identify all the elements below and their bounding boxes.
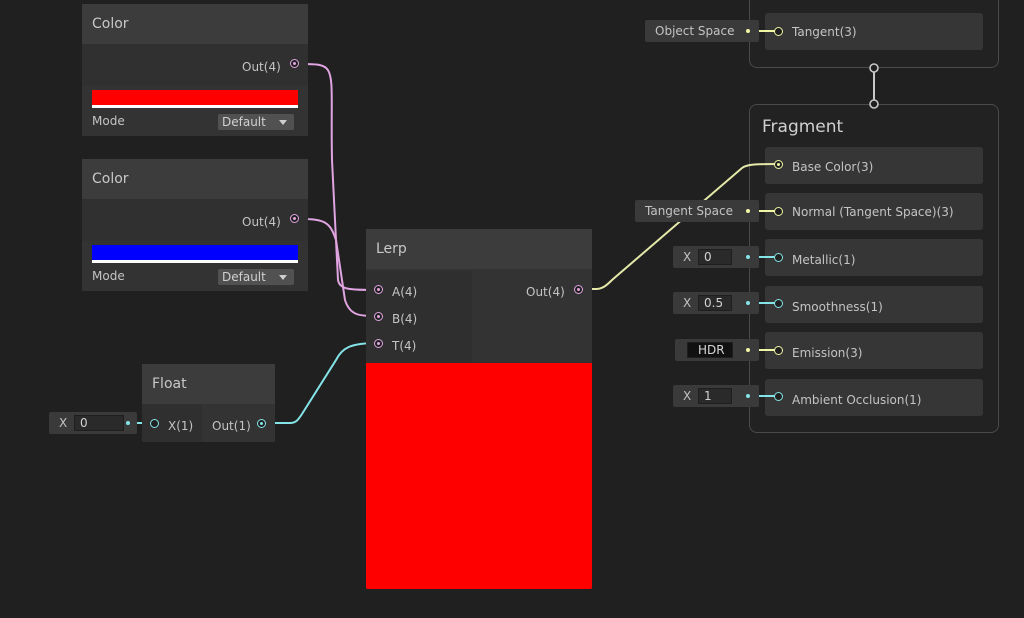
input-port-t[interactable] <box>374 339 383 348</box>
vertex-context[interactable]: Tangent(3) <box>749 0 999 68</box>
tangent-port[interactable] <box>774 27 783 36</box>
input-port[interactable] <box>150 419 159 428</box>
axis-label: X <box>683 389 692 403</box>
normal-default-field[interactable]: Tangent Space <box>635 200 759 222</box>
block-label: Ambient Occlusion(1) <box>792 393 922 407</box>
block-label: Normal (Tangent Space)(3) <box>792 205 954 219</box>
color-swatch[interactable] <box>92 90 298 108</box>
output-label: Out(1) <box>212 419 251 433</box>
value-input[interactable]: 0 <box>698 249 732 265</box>
chevron-down-icon <box>279 275 287 280</box>
emission-default-field[interactable]: HDR <box>675 339 759 361</box>
output-label: Out(4) <box>526 285 565 299</box>
hdr-color-field[interactable]: HDR <box>687 342 733 358</box>
node-title[interactable]: Float <box>142 364 275 404</box>
float-inline-value-field[interactable]: X 0 <box>49 412 137 434</box>
node-preview[interactable] <box>366 363 592 589</box>
input-port-a[interactable] <box>374 285 383 294</box>
float-node[interactable]: Float X(1) Out(1) <box>142 364 275 442</box>
color-node-red[interactable]: Color Out(4) Mode Default <box>82 4 308 136</box>
block-metallic[interactable]: Metallic(1) <box>765 239 983 276</box>
color-node-blue[interactable]: Color Out(4) Mode Default <box>82 159 308 291</box>
mode-dropdown[interactable]: Default <box>218 269 294 285</box>
block-label: Metallic(1) <box>792 253 856 267</box>
metallic-value-field[interactable]: X 0 <box>673 246 759 268</box>
mode-label: Mode <box>92 114 125 128</box>
block-label: Base Color(3) <box>792 160 874 174</box>
output-port[interactable] <box>290 214 299 223</box>
axis-label: X <box>683 250 692 264</box>
connector-dot <box>126 421 130 425</box>
connector-dot <box>746 209 750 213</box>
node-title[interactable]: Color <box>82 4 308 44</box>
axis-label: X <box>683 296 692 310</box>
block-base-color[interactable]: Base Color(3) <box>765 147 983 184</box>
ambient-occlusion-port[interactable] <box>774 392 783 401</box>
connector-dot <box>746 348 750 352</box>
input-label: X(1) <box>168 419 194 433</box>
axis-label: X <box>59 416 68 430</box>
mode-dropdown[interactable]: Default <box>218 114 294 130</box>
lerp-node[interactable]: Lerp A(4) B(4) T(4) Out(4) <box>366 229 592 589</box>
ambient-occlusion-value-field[interactable]: X 1 <box>673 385 759 407</box>
connector-dot <box>746 301 750 305</box>
value-input[interactable]: 0 <box>74 415 124 431</box>
smoothness-value-field[interactable]: X 0.5 <box>673 292 759 314</box>
output-label: Out(4) <box>242 60 281 74</box>
output-port[interactable] <box>257 419 266 428</box>
output-port[interactable] <box>574 285 583 294</box>
wire-float-to-lerp-t <box>266 342 379 424</box>
output-port[interactable] <box>290 59 299 68</box>
block-emission[interactable]: Emission(3) <box>765 332 983 369</box>
output-row <box>82 199 308 241</box>
context-title: Fragment <box>762 117 844 137</box>
output-row <box>82 44 308 86</box>
node-title[interactable]: Lerp <box>366 229 592 269</box>
block-normal[interactable]: Normal (Tangent Space)(3) <box>765 193 983 230</box>
input-column <box>366 271 472 363</box>
connector-dot <box>746 29 750 33</box>
value-input[interactable]: 1 <box>698 388 732 404</box>
emission-port[interactable] <box>774 346 783 355</box>
chevron-down-icon <box>279 120 287 125</box>
block-label: Tangent(3) <box>792 25 857 39</box>
connector-dot <box>746 255 750 259</box>
mode-label: Mode <box>92 269 125 283</box>
base-color-port[interactable] <box>774 160 783 169</box>
connector-dot <box>746 394 750 398</box>
default-label: Object Space <box>655 24 735 38</box>
block-tangent[interactable]: Tangent(3) <box>765 13 983 50</box>
metallic-port[interactable] <box>774 253 783 262</box>
block-smoothness[interactable]: Smoothness(1) <box>765 286 983 323</box>
input-label-a: A(4) <box>392 285 418 299</box>
block-ambient-occlusion[interactable]: Ambient Occlusion(1) <box>765 379 983 416</box>
input-label-b: B(4) <box>392 312 418 326</box>
input-port-b[interactable] <box>374 312 383 321</box>
smoothness-port[interactable] <box>774 299 783 308</box>
block-label: Smoothness(1) <box>792 300 883 314</box>
tangent-default-field[interactable]: Object Space <box>645 20 759 42</box>
node-title[interactable]: Color <box>82 159 308 199</box>
color-swatch[interactable] <box>92 245 298 263</box>
fragment-context[interactable]: Fragment Base Color(3) Normal (Tangent S… <box>749 104 999 433</box>
value-input[interactable]: 0.5 <box>698 295 732 311</box>
mode-value: Default <box>222 270 266 284</box>
block-label: Emission(3) <box>792 346 863 360</box>
mode-value: Default <box>222 115 266 129</box>
default-label: Tangent Space <box>645 204 733 218</box>
output-label: Out(4) <box>242 215 281 229</box>
input-label-t: T(4) <box>392 339 417 353</box>
normal-port[interactable] <box>774 207 783 216</box>
